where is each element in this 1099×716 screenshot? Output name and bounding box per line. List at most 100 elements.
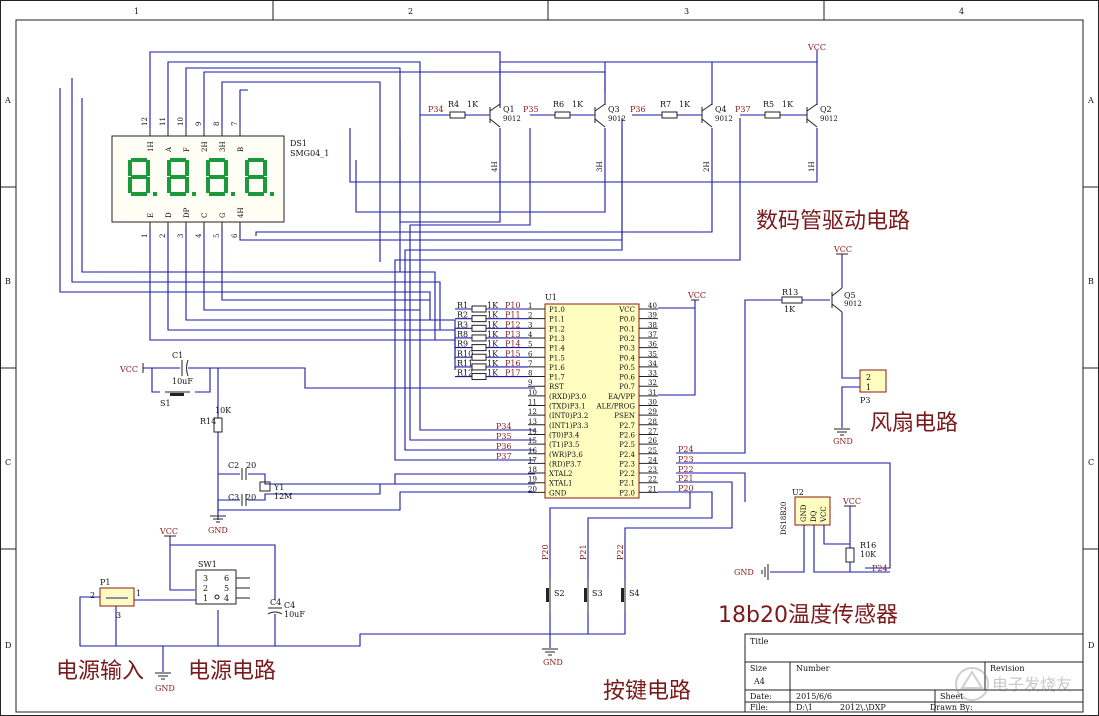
display-bottom-pin-label: C [201, 213, 209, 218]
title-display-driver: 数码管驱动电路 [756, 209, 910, 234]
mcu-left-pin-num: 3 [528, 321, 532, 329]
title-block: Title Size A4 Number Revision Date: 2015… [744, 633, 1084, 713]
display-top-pin-num: 11 [159, 117, 167, 126]
transistor-col-label: 4H [491, 161, 499, 172]
tb-size: A4 [753, 677, 765, 686]
vcc-label-fan: VCC [833, 245, 852, 254]
transistor-net-label: P34 [428, 105, 444, 114]
base-resistor-ref: R7 [660, 100, 671, 109]
mcu-left-pin-name: P1.0 [549, 306, 565, 314]
mcu-left-pin-num: 10 [528, 389, 537, 397]
transistor-net-label: P35 [523, 105, 539, 114]
col-label-3: 3 [684, 7, 689, 16]
mcu-right-pin-num: 31 [648, 389, 657, 397]
base-resistor [764, 111, 781, 119]
mcu-right-pin-num: 24 [648, 456, 657, 464]
title-power-circuit: 电源电路 [188, 659, 276, 684]
transistor-col-label: 1H [808, 161, 816, 172]
segment-resistor-val: 1K [487, 311, 499, 320]
transistor-type: 9012 [820, 115, 838, 123]
r16-val: 10K [860, 550, 877, 559]
s1-ref: S1 [160, 399, 171, 408]
display-wiring [59, 50, 818, 461]
tb-date: 2015/6/6 [796, 692, 832, 701]
p1-pin-2: 2 [90, 591, 95, 600]
transistor-type: 9012 [715, 115, 733, 123]
transistor-ref: Q4 [715, 105, 727, 114]
display-top-pin-num: 9 [195, 122, 203, 126]
tb-size-label: Size [750, 664, 767, 673]
button-net-label: P22 [616, 544, 625, 560]
title-sensor: 18b20温度传感器 [718, 603, 898, 628]
mcu-right-pin-name: EA/VPP [608, 393, 635, 401]
r13-val: 1K [784, 305, 796, 314]
mcu-right-pin-num: 33 [648, 370, 657, 378]
mcu-right-pin-num: 21 [648, 485, 657, 493]
mcu-right-pin-name: VCC [618, 306, 635, 314]
mcu-left-pin-num: 7 [528, 360, 532, 368]
r14-ref: R14 [200, 417, 216, 426]
mcu-left-pin-name: RST [549, 383, 564, 391]
segment-resistor-ref: R3 [457, 320, 468, 329]
display-top-pin-label: F [183, 147, 191, 152]
button-net-label: P20 [541, 544, 550, 560]
c3-ref: C3 [228, 493, 239, 502]
mcu-right-pin-num: 27 [648, 427, 657, 435]
mcu-right-pin-num: 40 [648, 302, 657, 310]
p2-net-label: P24 [678, 445, 694, 454]
mcu-left-pin-name: P1.5 [549, 354, 565, 362]
segment-resistor [471, 363, 487, 371]
transistor-ref: Q2 [820, 105, 832, 114]
c2-ref: C2 [228, 461, 239, 470]
mcu-right-pin-name: P0.1 [619, 325, 635, 333]
base-resistor [661, 111, 678, 119]
mcu-left-pin-num: 20 [528, 485, 537, 493]
mcu-right-pin-name: P2.1 [619, 480, 635, 488]
mcu-right-pin-num: 23 [648, 466, 657, 474]
p3-ref: P3 [860, 396, 870, 405]
title-buttons: 按键电路 [603, 679, 691, 704]
mcu-left-pin-num: 6 [528, 350, 533, 358]
mcu-right-pin-name: P0.6 [619, 374, 635, 382]
mcu-left-pin-num: 15 [528, 437, 537, 445]
display-bottom-pin-num: 6 [231, 233, 239, 238]
mcu-left-pin-name: GND [549, 489, 567, 497]
segment-net-label: P10 [505, 301, 521, 310]
base-resistor-val: 1K [679, 100, 691, 109]
transistor-ref: Q3 [608, 105, 620, 114]
mcu-left-pin-num: 19 [528, 476, 537, 484]
tb-number-label: Number [796, 664, 830, 673]
segment-net-label: P11 [505, 311, 521, 320]
watermark-text: 电子发烧友 [992, 675, 1072, 694]
row-label-b-right: B [1088, 277, 1094, 286]
segment-resistor-ref: R10 [457, 349, 473, 358]
tb-file-label: File: [750, 703, 768, 712]
button-net-label: P21 [579, 544, 588, 560]
p3-net-label: P35 [496, 432, 512, 441]
mcu-right-pin-name: ALE/PROG [596, 403, 636, 411]
fan-circuit: VCC R13 1K Q5 9012 2 1 P3 GND [781, 245, 887, 446]
u2-pin-vcc: VCC [820, 506, 828, 523]
segment-net-label: P16 [505, 359, 521, 368]
mcu-right-pin-name: P2.2 [619, 470, 635, 478]
c1-val: 10uF [172, 377, 193, 386]
col-label-4: 4 [959, 7, 964, 16]
gnd-label-sensor: GND [734, 568, 754, 577]
sw1-ref: SW1 [198, 560, 217, 569]
q5-type: 9012 [844, 300, 862, 308]
mcu-left-pin-name: (RXD)P3.0 [549, 393, 586, 401]
mcu-right-pin-num: 32 [648, 379, 657, 387]
reset-circuit: VCC C1 10uF S1 R14 10K [119, 351, 535, 520]
transistor-ref: Q1 [503, 105, 515, 114]
transistor-type: 9012 [608, 115, 626, 123]
display-bottom-pin-num: 4 [195, 233, 203, 238]
row-label-d: D [5, 641, 11, 650]
p2-net-label: P21 [678, 474, 694, 483]
title-power-input: 电源输入 [56, 659, 144, 684]
mcu-right-pin-name: P0.3 [619, 345, 635, 353]
display-bottom-pin-num: 2 [159, 234, 167, 238]
